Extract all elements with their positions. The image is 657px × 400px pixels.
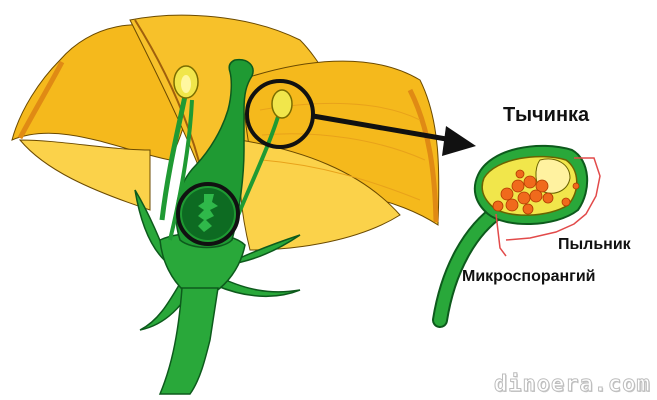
watermark: dinoera.com	[494, 372, 651, 398]
callout-arrow-shaft	[312, 113, 453, 143]
petal-edge-right	[407, 88, 439, 223]
petal-lower-right	[238, 139, 401, 251]
label-microsporangium: Микроспорангий	[462, 268, 596, 285]
ovary-callout-circle	[176, 182, 240, 246]
microsporangium-pollen	[492, 169, 580, 215]
label-anther: Пыльник	[558, 236, 631, 253]
anther-right	[271, 89, 293, 119]
anther-bracket	[505, 157, 601, 241]
detail-filament-fill	[434, 204, 506, 326]
label-stamen: Тычинка	[503, 104, 590, 126]
stamen-callout-circle	[245, 79, 315, 149]
filament-left-2	[168, 99, 194, 241]
filament-left	[159, 95, 188, 221]
petal-left-front	[18, 139, 151, 211]
petal-midrib	[134, 19, 201, 166]
microsporangium-bracket	[495, 213, 507, 257]
ovule-chain	[198, 194, 218, 232]
callout-arrow-head	[442, 126, 476, 156]
stem-group	[134, 189, 301, 395]
stem	[158, 287, 219, 395]
anther-left-inner	[181, 75, 191, 93]
petal-edge-left	[17, 60, 65, 140]
sepal-lower-right	[214, 273, 301, 298]
stamen-detail	[432, 144, 601, 328]
